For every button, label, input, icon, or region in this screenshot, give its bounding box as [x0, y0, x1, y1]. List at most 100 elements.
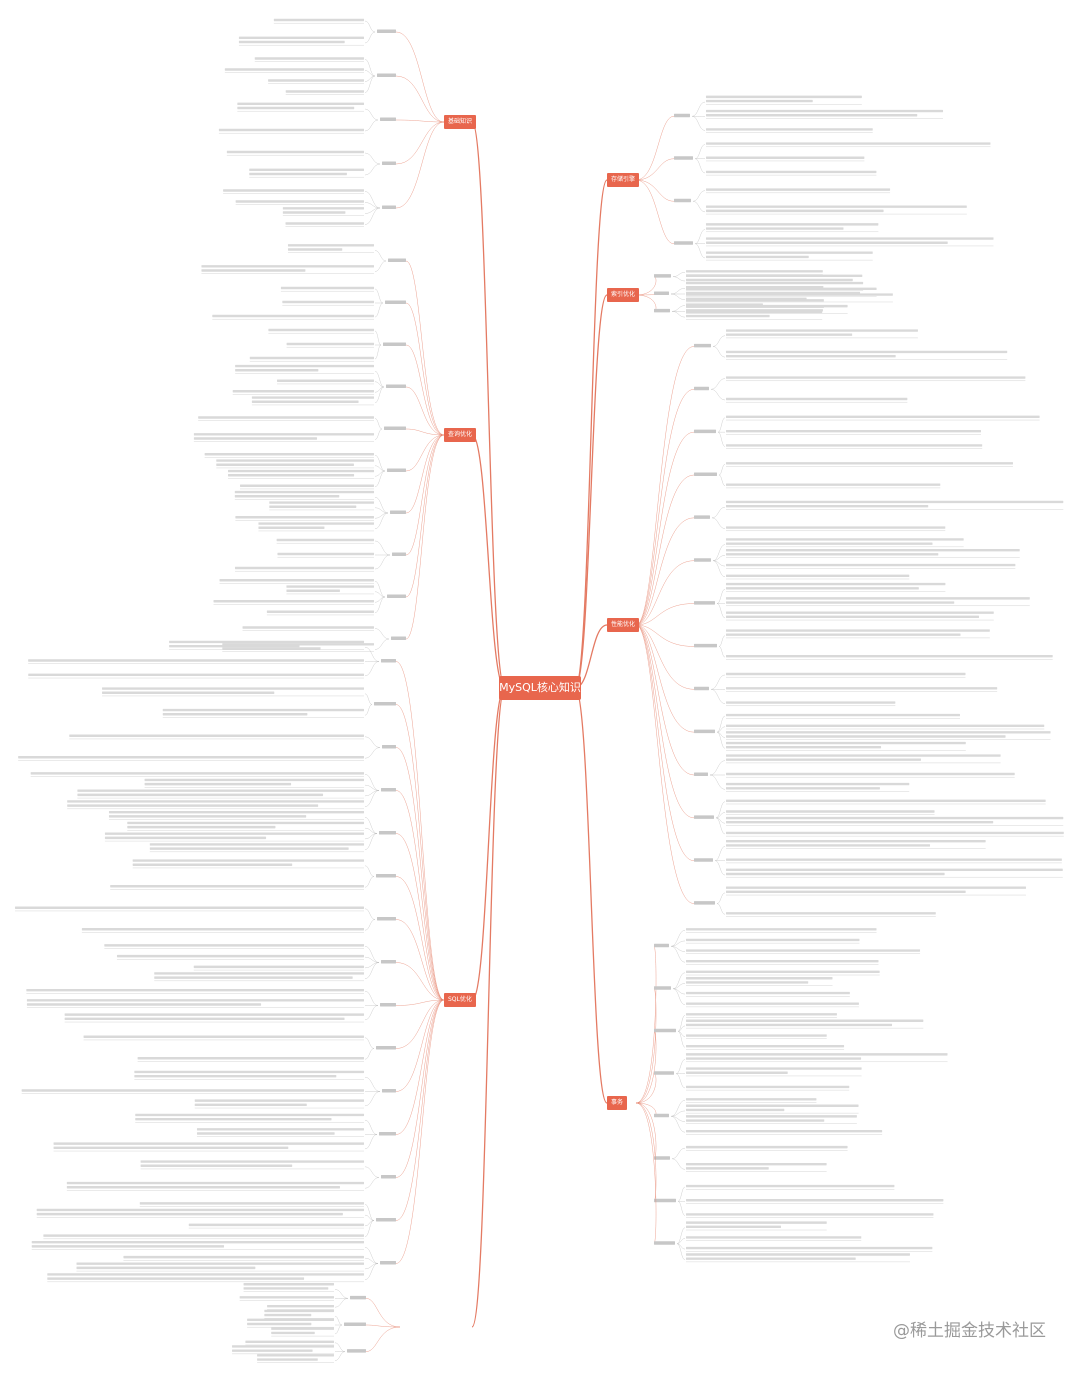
- leaf-text-block: [726, 810, 935, 813]
- watermark: @稀土掘金技术社区: [893, 1321, 1046, 1341]
- sub-connector: [395, 919, 445, 1001]
- leaf-text-block: [269, 501, 374, 504]
- sub-connector: [395, 999, 445, 1006]
- leaf-text-block: [726, 329, 918, 332]
- sub-node-label: [694, 858, 713, 862]
- leaf-text-block: [134, 1074, 337, 1078]
- sub-node-label: [654, 1028, 676, 1033]
- sub-connector: [405, 434, 445, 556]
- branch-node-5[interactable]: 性能优化: [607, 618, 640, 632]
- branch-node-1[interactable]: 基础知识: [444, 115, 477, 129]
- sub-connector: [405, 302, 445, 436]
- leaf-connector: [364, 946, 380, 963]
- sub-connector: [365, 1324, 401, 1328]
- leaf-text-block: [258, 526, 325, 529]
- sub-connector: [635, 624, 695, 819]
- leaf-text-block: [686, 1221, 827, 1224]
- sub-node-label: [344, 1322, 366, 1326]
- branch-node-4[interactable]: 查询优化: [444, 428, 477, 442]
- leaf-text-block: [47, 1273, 365, 1276]
- leaf-connector: [671, 311, 686, 318]
- leaf-text-block: [686, 1115, 857, 1118]
- leaf-text-block: [67, 804, 319, 807]
- sub-node-label: [380, 117, 396, 121]
- sub-node-label: [694, 772, 708, 776]
- leaf-text-block: [194, 1103, 307, 1107]
- leaf-text-block: [102, 687, 364, 690]
- leaf-text-block: [706, 205, 967, 208]
- leaf-text-block: [726, 397, 908, 401]
- leaf-text-block: [53, 1146, 289, 1150]
- leaf-connector: [364, 990, 379, 1006]
- leaf-connector: [672, 988, 686, 1005]
- leaf-text-block: [104, 944, 364, 947]
- leaf-connector: [364, 1263, 379, 1270]
- leaf-connector: [374, 596, 386, 603]
- leaf-connector: [718, 464, 726, 476]
- leaf-text-block: [264, 1309, 334, 1313]
- leaf-text-block: [243, 1283, 334, 1286]
- leaf-text-block: [28, 673, 365, 677]
- leaf-text-block: [193, 437, 318, 440]
- branch-node-6[interactable]: SQL优化: [444, 993, 476, 1007]
- branch-node-7[interactable]: 事务: [607, 1096, 628, 1110]
- leaf-text-block: [238, 40, 345, 44]
- leaf-connector: [364, 207, 381, 214]
- sub-node-label: [392, 552, 406, 556]
- leaf-connector: [364, 31, 376, 44]
- leaf-text-block: [726, 782, 910, 786]
- leaf-text-block: [102, 691, 275, 694]
- leaf-text-block: [726, 563, 1016, 567]
- sub-node-label: [381, 960, 396, 964]
- leaf-connector: [364, 202, 381, 209]
- sub-connector: [395, 121, 445, 165]
- leaf-text-block: [726, 633, 961, 636]
- leaf-text-block: [726, 333, 853, 336]
- leaf-connector: [716, 715, 726, 733]
- leaf-text-block: [235, 369, 319, 372]
- leaf-text-block: [268, 328, 374, 332]
- sub-connector: [635, 624, 695, 690]
- leaf-text-block: [204, 453, 374, 456]
- leaf-connector: [718, 635, 726, 647]
- leaf-text-block: [258, 522, 374, 525]
- leaf-text-block: [64, 1017, 345, 1021]
- leaf-text-block: [686, 304, 848, 308]
- sub-connector: [635, 624, 695, 776]
- leaf-text-block: [26, 988, 364, 992]
- branch-node-2[interactable]: 存储引擎: [607, 173, 640, 187]
- leaf-text-block: [242, 626, 374, 629]
- leaf-connector: [364, 20, 376, 33]
- sub-connector: [395, 119, 445, 123]
- leaf-text-block: [140, 1160, 364, 1163]
- leaf-text-block: [237, 106, 355, 110]
- leaf-text-block: [686, 1246, 933, 1250]
- leaf-text-block: [76, 1262, 364, 1265]
- leaf-text-block: [686, 278, 853, 282]
- leaf-text-block: [47, 1277, 305, 1280]
- leaf-text-block: [216, 463, 354, 466]
- leaf-connector: [374, 512, 389, 529]
- leaf-text-block: [110, 885, 364, 888]
- leaf-connector: [364, 1076, 381, 1092]
- leaf-connector: [709, 760, 726, 776]
- leaf-text-block: [706, 188, 891, 191]
- leaf-connector: [364, 827, 378, 834]
- sub-connector: [635, 624, 695, 904]
- branch-node-3[interactable]: 索引优化: [607, 288, 640, 302]
- leaf-connector: [670, 1116, 686, 1122]
- leaf-connector: [364, 876, 375, 888]
- sub-connector: [635, 474, 695, 626]
- leaf-connector: [676, 1227, 686, 1244]
- leaf-text-block: [254, 57, 364, 60]
- leaf-text-block: [686, 299, 824, 302]
- sub-node-label: [654, 943, 669, 948]
- sub-node-label: [694, 729, 715, 734]
- sub-node-label: [382, 161, 396, 165]
- leaf-connector: [364, 1091, 381, 1107]
- leaf-text-block: [726, 582, 946, 586]
- leaf-connector: [374, 638, 390, 650]
- central-topic-node[interactable]: MySQL核心知识: [499, 676, 581, 700]
- sub-node-label: [380, 1003, 396, 1007]
- leaf-text-block: [232, 1349, 313, 1352]
